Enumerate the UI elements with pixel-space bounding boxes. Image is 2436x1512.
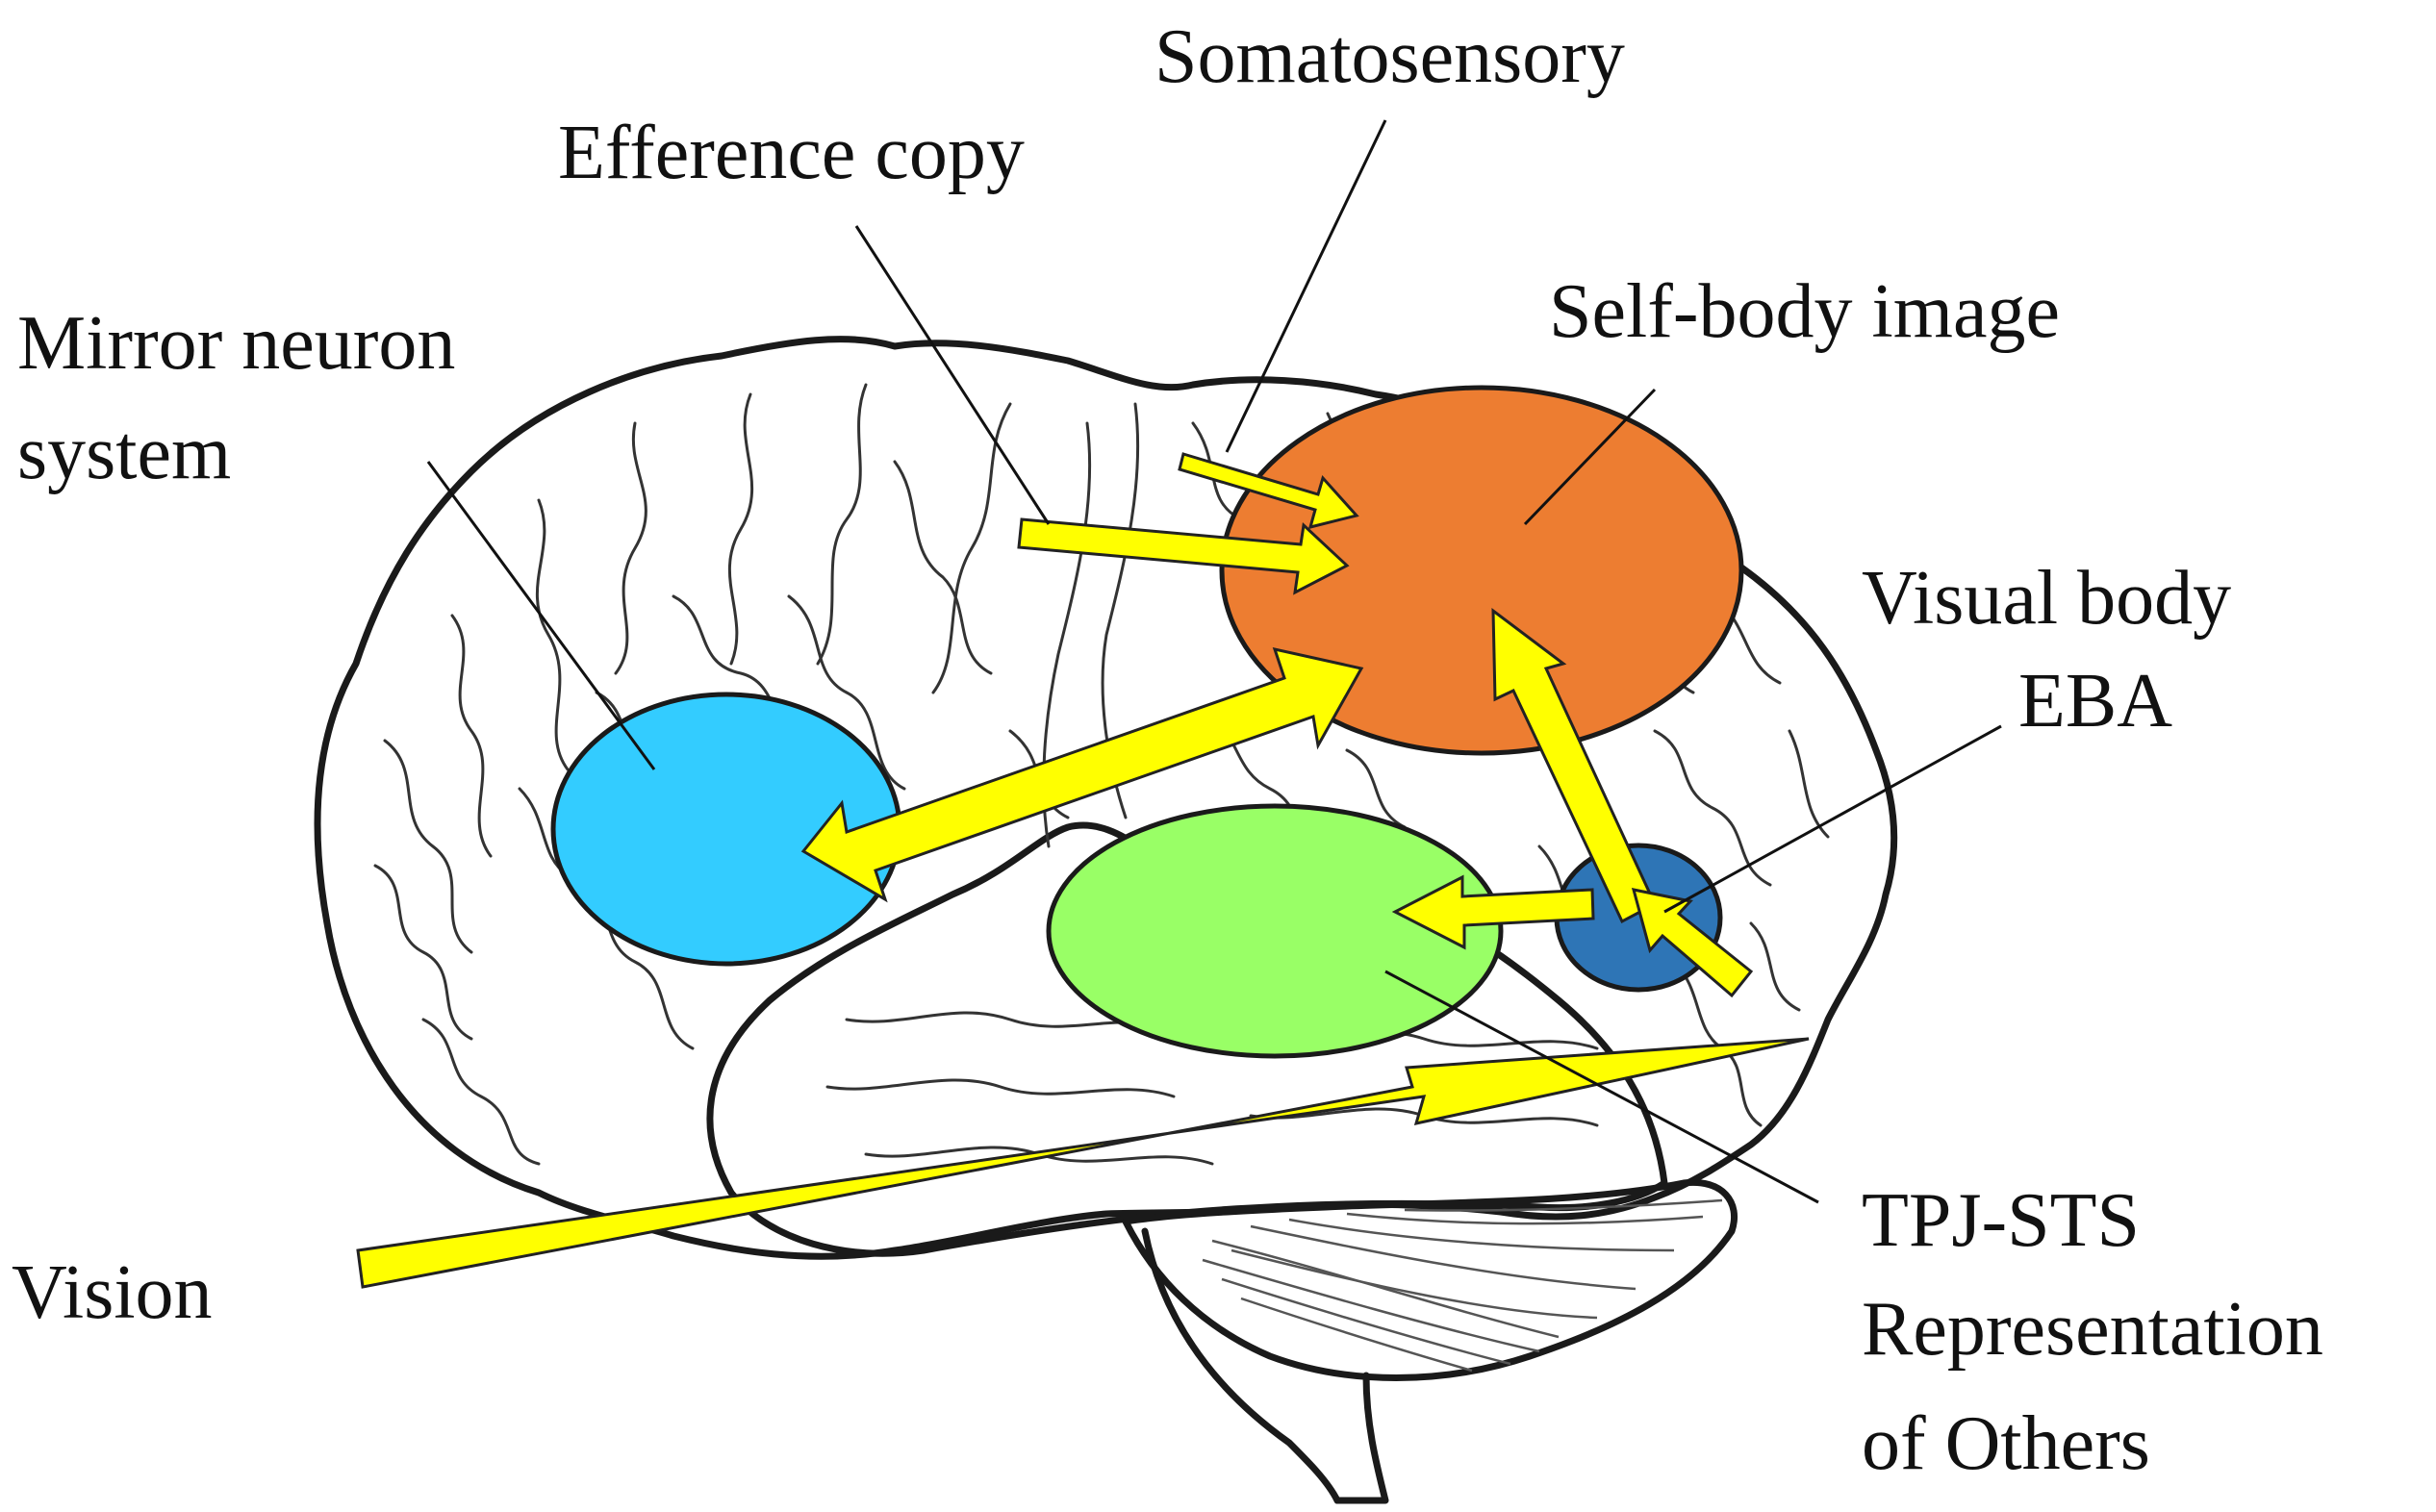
cerebellum bbox=[1122, 1178, 1738, 1381]
mirror-self-double-arrow bbox=[800, 646, 1364, 903]
self-body-image-leader bbox=[1523, 388, 1657, 526]
efference-copy-arrow bbox=[1017, 517, 1350, 595]
mirror-neuron-leader bbox=[426, 461, 656, 770]
label-mirror-neuron-1: Mirror neuron bbox=[17, 301, 455, 386]
brainstem bbox=[1141, 1227, 1389, 1504]
label-tpj-sts-2: Representation bbox=[1862, 1287, 2323, 1372]
eba-to-tpj-arrow bbox=[1391, 874, 1595, 950]
leader-lines bbox=[426, 119, 2002, 1204]
label-efference-copy: Efference copy bbox=[558, 111, 1025, 195]
arrows bbox=[356, 452, 1810, 1289]
label-visual-body-1: Visual body bbox=[1862, 556, 2231, 641]
vision-arrow bbox=[356, 1037, 1810, 1289]
label-self-body-image: Self-body image bbox=[1549, 269, 2060, 354]
labels: Somatosensory Efference copy Self-body i… bbox=[12, 14, 2323, 1486]
label-tpj-sts-3: of Others bbox=[1862, 1401, 2150, 1486]
label-visual-body-2: EBA bbox=[2018, 659, 2172, 743]
label-vision: Vision bbox=[12, 1250, 213, 1335]
label-somatosensory: Somatosensory bbox=[1155, 14, 1625, 99]
cerebellum-folia bbox=[1202, 1198, 1723, 1373]
label-mirror-neuron-2: system bbox=[17, 411, 231, 495]
eba-to-self-arrow bbox=[1491, 607, 1657, 924]
incoming-to-eba-arrow bbox=[1631, 888, 1754, 998]
tpj-sts-leader bbox=[1384, 970, 1819, 1204]
self-body-image-region bbox=[1219, 385, 1744, 756]
somatosensory-leader bbox=[1225, 119, 1387, 453]
somatosensory-arrow bbox=[1178, 452, 1359, 530]
label-tpj-sts-1: TPJ-STS bbox=[1862, 1178, 2140, 1263]
visual-body-leader bbox=[1663, 724, 2002, 914]
efference-copy-leader bbox=[854, 225, 1051, 525]
tpj-sts-region bbox=[1046, 803, 1504, 1059]
